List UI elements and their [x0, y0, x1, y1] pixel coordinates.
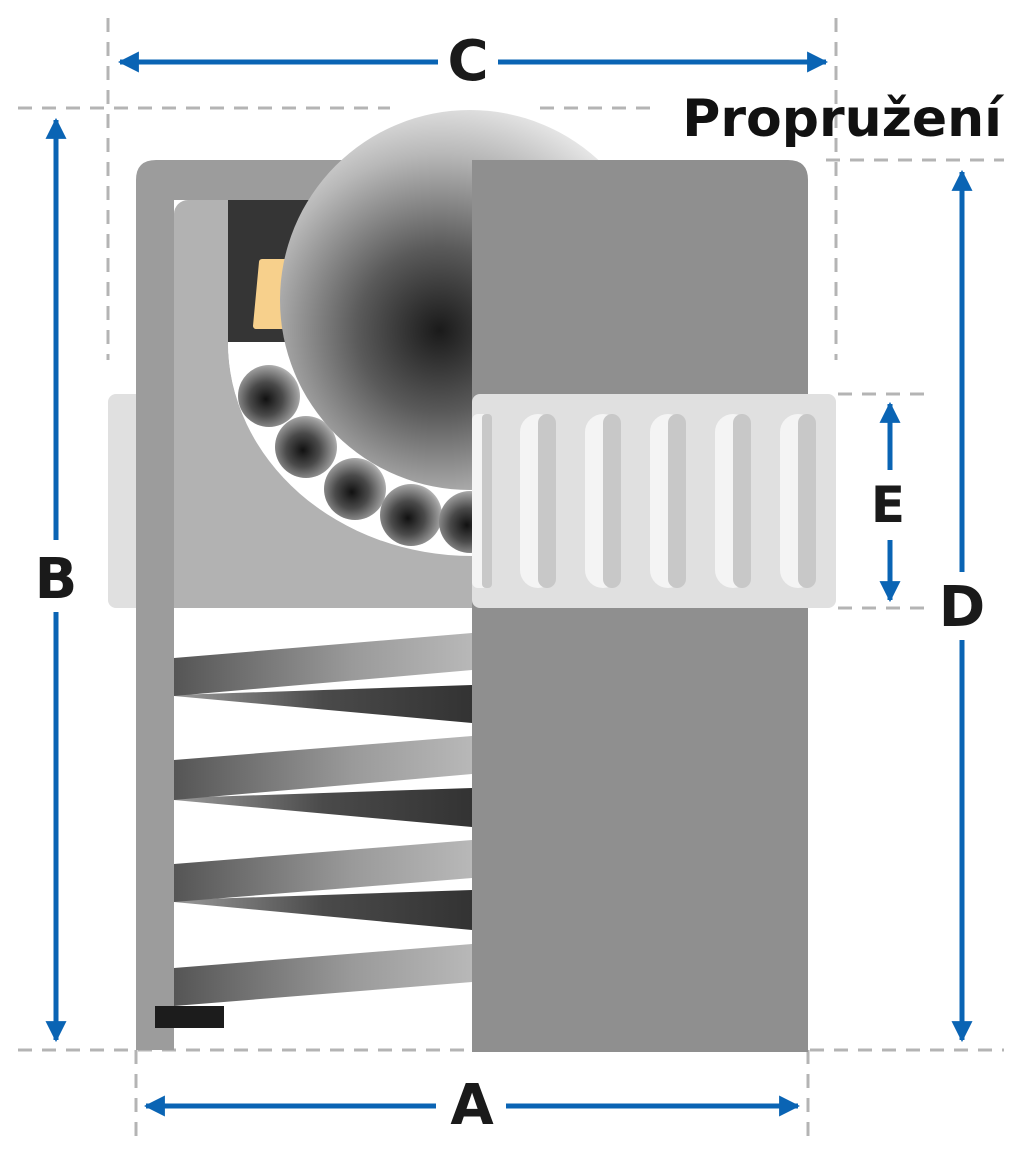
flange-slot-shadow	[668, 414, 686, 588]
spring-coil-front	[174, 736, 472, 800]
flange-slot-shadow	[538, 414, 556, 588]
dimension-label-c: C	[447, 29, 488, 94]
spring-coil-front	[174, 633, 472, 696]
support-ball-icon	[238, 365, 300, 427]
spring-coil-back	[174, 890, 472, 930]
spring-foot	[155, 1006, 224, 1028]
spring-coil-back	[174, 685, 472, 723]
flange-slot-shadow	[733, 414, 751, 588]
housing-left-wall	[136, 160, 472, 1050]
housing-section	[472, 160, 836, 1052]
support-ball-icon	[275, 416, 337, 478]
flange-slot-shadow	[603, 414, 621, 588]
flange-slot-shadow	[798, 414, 816, 588]
support-ball-icon	[380, 484, 442, 546]
spring-coil-front	[174, 840, 472, 902]
support-ball-icon	[324, 458, 386, 520]
dimension-guides	[18, 18, 1004, 1145]
support-balls	[238, 365, 501, 553]
spring-coil-back	[174, 788, 472, 827]
dimension-arrows	[45, 51, 973, 1117]
housing-left-wall-front	[136, 394, 174, 608]
diagram-title: Propružení	[682, 89, 1005, 149]
dimension-label-a: A	[450, 1073, 494, 1138]
dimension-label-e: E	[871, 476, 905, 534]
dimension-label-d: D	[939, 575, 985, 640]
spring-icon	[155, 633, 472, 1028]
dimension-label-b: B	[35, 547, 78, 612]
spring-coil-front	[174, 944, 472, 1006]
flange-slots	[472, 414, 816, 588]
flange-slot-shadow	[482, 414, 492, 588]
